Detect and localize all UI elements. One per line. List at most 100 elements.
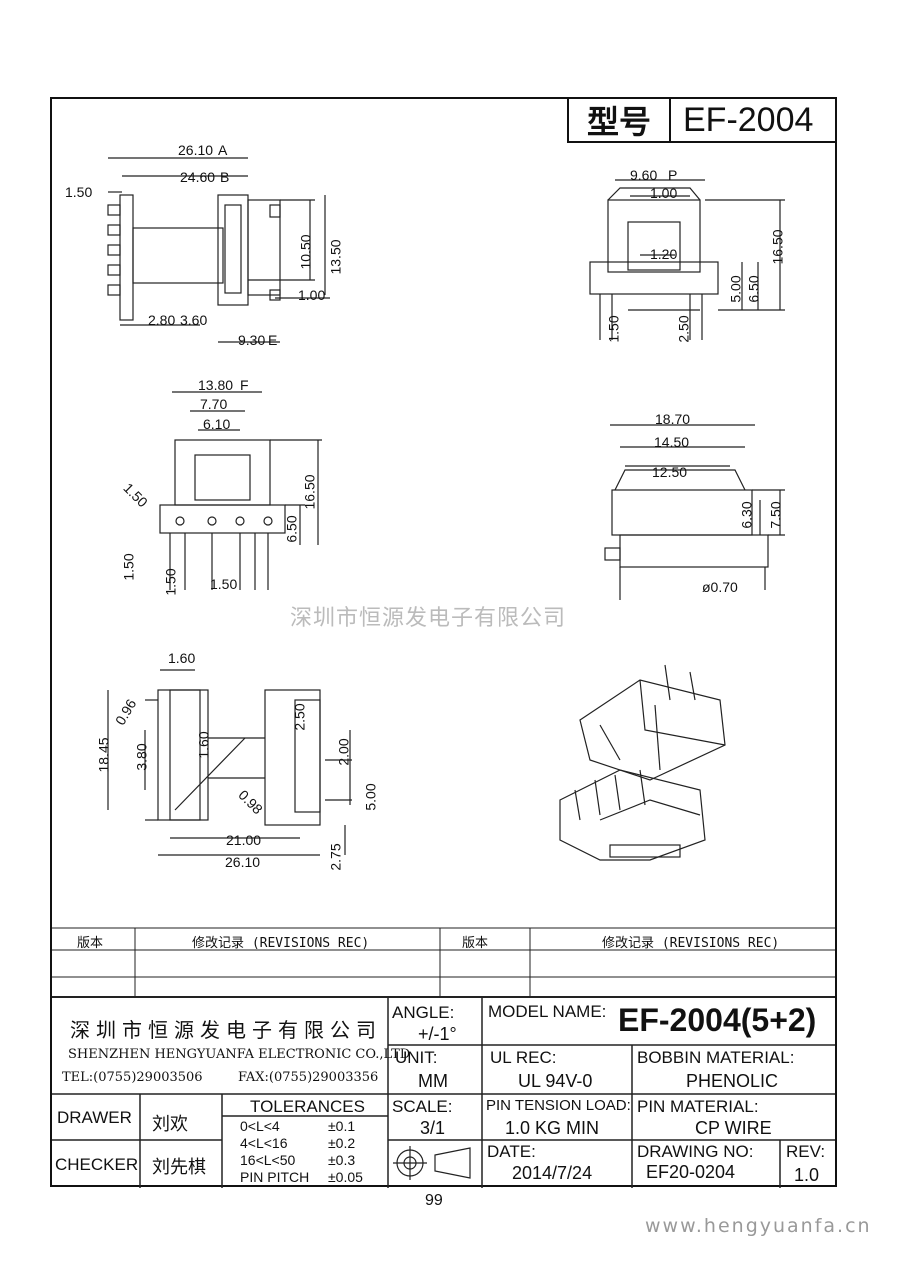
tolerances-label: TOLERANCES xyxy=(250,1097,365,1116)
dim-label: 2.80 xyxy=(148,312,176,328)
rev-label: REV: xyxy=(786,1142,826,1161)
drawer-value: 刘欢 xyxy=(152,1114,188,1135)
model-header: 型号 EF-2004 xyxy=(567,97,837,143)
company-name-en: SHENZHEN HENGYUANFA ELECTRONIC CO.,LTD xyxy=(68,1047,411,1062)
model-name-value: EF-2004(5+2) xyxy=(618,1002,817,1038)
top-view xyxy=(159,391,322,590)
projection-symbol xyxy=(393,1146,471,1180)
bottom-view xyxy=(107,669,352,856)
tolerance-value: ±0.3 xyxy=(328,1152,356,1168)
pin-tension-value: 1.0 KG MIN xyxy=(505,1118,600,1138)
dim-label: 1.20 xyxy=(650,246,678,262)
dim-label: 21.00 xyxy=(226,832,262,848)
watermark: 深圳市恒源发电子有限公司 xyxy=(290,606,567,631)
dim-label: 7.50 xyxy=(767,501,784,529)
company-tel: TEL:(0755)29003506 xyxy=(62,1070,203,1085)
dim-label: 1.50 xyxy=(120,553,137,581)
revision-grid xyxy=(52,927,835,998)
dim-label: 18.45 xyxy=(95,737,112,773)
dim-label: 12.50 xyxy=(652,464,688,480)
dim-label: 6.10 xyxy=(203,416,231,432)
model-value: EF-2004 xyxy=(683,100,814,139)
dim-label: 6.50 xyxy=(745,275,762,303)
pin-tension-label: PIN TENSION LOAD: xyxy=(486,1097,631,1114)
bobbin-material-label: BOBBIN MATERIAL: xyxy=(637,1048,795,1067)
dim-marker: P xyxy=(668,167,678,183)
dim-label: 18.70 xyxy=(655,411,691,427)
drawing-no-label: DRAWING NO: xyxy=(637,1142,754,1161)
company-name-cn: 深圳市恒源发电子有限公司 xyxy=(70,1018,382,1042)
dim-label: 3.60 xyxy=(180,312,208,328)
side-view xyxy=(589,179,785,340)
rev-col-version: 版本 xyxy=(77,936,104,951)
scale-label: SCALE: xyxy=(392,1097,453,1116)
ul-label: UL REC: xyxy=(490,1048,557,1067)
front-view xyxy=(107,157,330,343)
title-block-grid xyxy=(52,997,835,1188)
website-footer: www.hengyuanfa.cn xyxy=(645,1215,872,1237)
dim-label: 16.50 xyxy=(301,474,318,510)
dim-label: 2.50 xyxy=(675,315,692,343)
dim-label: 2.50 xyxy=(291,703,308,731)
dim-marker: A xyxy=(218,142,228,158)
rev-col-record-2: 修改记录 (REVISIONS REC) xyxy=(602,936,780,951)
dim-label: 13.50 xyxy=(327,239,344,275)
angle-label: ANGLE: xyxy=(392,1003,455,1022)
rev-col-version-2: 版本 xyxy=(462,936,489,951)
dim-label: 1.00 xyxy=(650,185,678,201)
dim-label: 14.50 xyxy=(654,434,690,450)
dim-label: 2.75 xyxy=(327,843,344,871)
dim-label: 1.60 xyxy=(168,650,196,666)
dim-marker: E xyxy=(268,332,278,348)
drawing-frame xyxy=(50,97,837,1187)
dim-label: 26.10 xyxy=(225,854,261,870)
scale-value: 3/1 xyxy=(420,1118,446,1138)
page-number: 99 xyxy=(425,1192,443,1209)
tolerance-value: ±0.05 xyxy=(328,1169,363,1185)
dim-label: 9.60 xyxy=(630,167,658,183)
checker-value: 刘先棋 xyxy=(152,1157,206,1178)
dim-label: 16.50 xyxy=(769,229,786,265)
dim-marker: B xyxy=(220,169,230,185)
tolerance-range: 16<L<50 xyxy=(240,1152,296,1168)
bobbin-material-value: PHENOLIC xyxy=(686,1071,779,1091)
pin-material-value: CP WIRE xyxy=(695,1118,772,1138)
tolerance-value: ±0.1 xyxy=(328,1118,356,1134)
tolerance-value: ±0.2 xyxy=(328,1135,356,1151)
model-name-label: MODEL NAME: xyxy=(488,1002,607,1021)
date-label: DATE: xyxy=(487,1142,536,1161)
dim-label: 6.30 xyxy=(738,501,755,529)
isometric-view xyxy=(559,664,726,861)
dim-label: 13.80 xyxy=(198,377,234,393)
dim-label: 10.50 xyxy=(297,234,314,270)
unit-value: MM xyxy=(418,1071,448,1091)
dim-label: 1.50 xyxy=(210,576,238,592)
dim-label: 3.80 xyxy=(133,743,150,771)
date-value: 2014/7/24 xyxy=(512,1163,593,1183)
dim-label: 5.00 xyxy=(727,275,744,303)
dim-marker: F xyxy=(240,377,249,393)
checker-label: CHECKER xyxy=(55,1155,139,1174)
drawer-label: DRAWER xyxy=(57,1108,132,1127)
pin-material-label: PIN MATERIAL: xyxy=(637,1097,759,1116)
rev-col-record: 修改记录 (REVISIONS REC) xyxy=(192,936,370,951)
dim-label: 7.70 xyxy=(200,396,228,412)
dim-label: 1.00 xyxy=(298,287,326,303)
rev-value: 1.0 xyxy=(794,1165,820,1185)
dim-label: 26.10 xyxy=(178,142,214,158)
dim-label: 1.50 xyxy=(605,315,622,343)
tolerance-range: 0<L<4 xyxy=(240,1118,280,1134)
dim-label: ø0.70 xyxy=(702,579,738,595)
dim-label: 5.00 xyxy=(362,783,379,811)
tolerance-range: 4<L<16 xyxy=(240,1135,288,1151)
dim-label: 1.60 xyxy=(195,731,212,759)
model-label: 型号 xyxy=(569,99,671,141)
ul-value: UL 94V-0 xyxy=(518,1071,593,1091)
end-view xyxy=(604,424,785,600)
tolerance-range: PIN PITCH xyxy=(240,1169,310,1185)
dim-label: 2.00 xyxy=(335,738,352,766)
dim-label: 6.50 xyxy=(283,515,300,543)
dim-label: 1.50 xyxy=(65,184,93,200)
unit-label: UNIT: xyxy=(395,1048,438,1067)
